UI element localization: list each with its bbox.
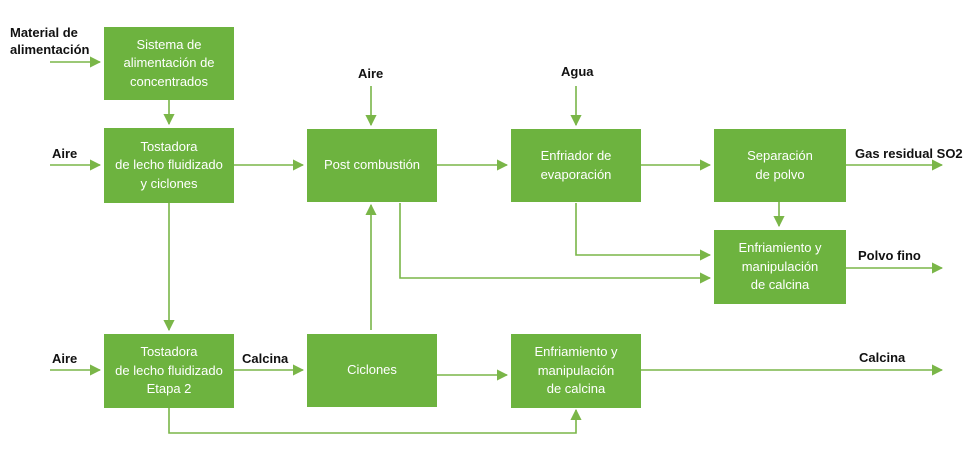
enfriamiento-calcina-top-box: Enfriamiento y manipulación de calcina [714,230,846,304]
calcina-out-label: Calcina [859,350,906,365]
material-alimentacion-label: Material de alimentación [10,25,90,57]
ciclones-text: Ciclones [347,362,397,378]
tostadora-2-box: Tostadora de lecho fluidizado Etapa 2 [104,334,234,408]
sistema-alimentacion-text: Sistema de alimentación de concentrados [123,36,215,89]
tostadora-1-text: Tostadora de lecho fluidizado y ciclones [115,138,223,191]
polvo-fino-label: Polvo fino [858,248,921,263]
tostadora-1-box: Tostadora de lecho fluidizado y ciclones [104,128,234,203]
arrow-enfriador-to-enfriamiento [575,203,712,261]
post-combustion-text: Post combustión [323,157,421,173]
separacion-polvo-box: Separación de polvo [714,129,846,202]
enfriador-evaporacion-box: Enfriador de evaporación [511,129,641,202]
aire-label-tostadora-1: Aire [52,146,78,161]
arrow-post-to-enfriamiento [399,203,712,284]
aire-label-tostadora-2: Aire [52,351,78,366]
enfriador-evaporacion-text: Enfriador de evaporación [540,148,612,182]
calcina-mid-label: Calcina [242,351,289,366]
aire-label-post: Aire [358,66,384,81]
gas-residual-label: Gas residual SO2 [855,146,963,161]
sistema-alimentacion-box: Sistema de alimentación de concentrados [104,27,234,100]
post-combustion-box: Post combustión [307,129,437,202]
enfriamiento-calcina-bottom-box: Enfriamiento y manipulación de calcina [511,334,641,408]
enfriamiento-calcina-bottom-text: Enfriamiento y manipulación de calcina [534,344,618,397]
agua-label: Agua [561,64,594,79]
ciclones-box: Ciclones [307,334,437,407]
separacion-polvo-text: Separación de polvo [747,148,813,182]
arrow-tostadora2-to-enfriamiento [168,408,582,434]
enfriamiento-calcina-top-text: Enfriamiento y manipulación de calcina [738,240,822,293]
tostadora-2-text: Tostadora de lecho fluidizado Etapa 2 [115,344,223,397]
